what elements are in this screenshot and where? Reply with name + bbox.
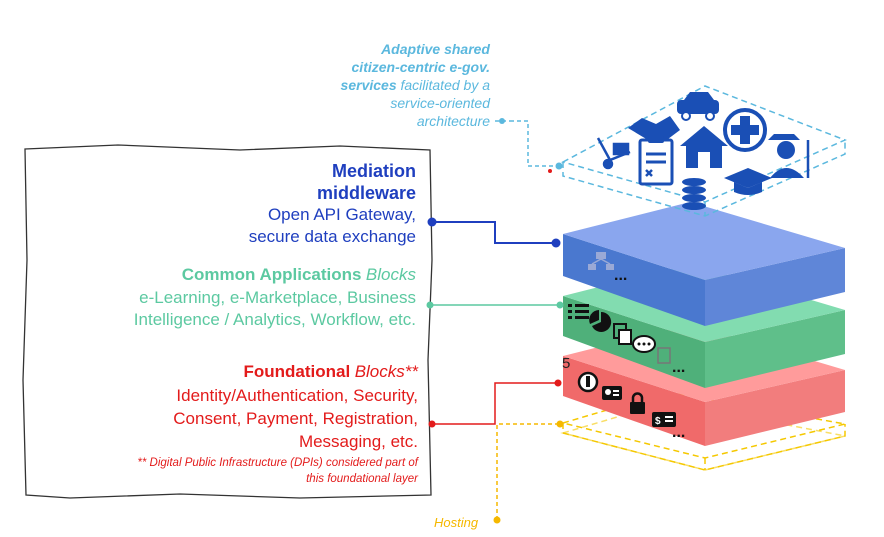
- applications-connector: [426, 301, 564, 309]
- hosting-label: Hosting: [434, 515, 479, 530]
- foundational-title-em: Blocks**: [354, 362, 418, 381]
- mediation-title-line1: Mediation: [332, 161, 416, 181]
- house-icon: [680, 126, 728, 168]
- layer-number: 5: [562, 355, 571, 372]
- foundational-connector: [428, 379, 562, 428]
- clipboard-icon: [657, 347, 671, 364]
- foundational-body-line3: Messaging, etc.: [298, 432, 418, 451]
- mediation-title-line2: middleware: [316, 183, 416, 203]
- applications-block: Common Applications Blocks e-Learning, e…: [40, 264, 416, 331]
- coins-icon: [682, 178, 706, 210]
- svg-text:$: $: [655, 416, 661, 427]
- foundational-note-line1: ** Digital Public Infrastructure (DPIs) …: [137, 457, 418, 469]
- copy-icon: [613, 323, 632, 345]
- foundational-ellipsis: ...: [672, 424, 685, 441]
- pie-chart-icon: [589, 310, 612, 332]
- services-layer: [561, 85, 847, 217]
- id-card-icon: [602, 386, 622, 400]
- applications-title: Common Applications: [181, 265, 362, 284]
- mediation-body-line1: Open API Gateway,: [267, 205, 416, 224]
- mediation-block: Mediation middleware Open API Gateway, s…: [40, 160, 416, 248]
- services-icons: [596, 92, 810, 210]
- foundational-icons: $: [577, 371, 676, 427]
- applications-ellipsis: ...: [672, 359, 685, 376]
- mediation-connector: [427, 217, 561, 248]
- fingerprint-icon: [577, 371, 599, 393]
- foundational-title: Foundational: [243, 362, 351, 381]
- services-caption-line4: service-oriented: [390, 95, 490, 111]
- farmer-icon: [768, 134, 810, 178]
- foundational-block: Foundational Blocks** Identity/Authentic…: [40, 360, 418, 487]
- medical-cross-icon: [723, 108, 767, 152]
- checklist-icon: [638, 136, 674, 186]
- applications-icons: [568, 304, 671, 364]
- services-caption-line3-rest: facilitated by a: [396, 77, 490, 93]
- foundational-note-line2: this foundational layer: [306, 473, 418, 485]
- payment-card-icon: $: [652, 412, 676, 427]
- foundational-body-line2: Consent, Payment, Registration,: [173, 409, 418, 428]
- applications-body-line1: e-Learning, e-Marketplace, Business: [139, 288, 416, 307]
- graduation-cap-icon: [724, 168, 772, 195]
- services-caption-line2: citizen-centric e-gov.: [351, 59, 490, 75]
- chat-icon: [632, 335, 656, 353]
- list-icon: [568, 304, 589, 319]
- left-text-box: [22, 144, 433, 499]
- mediation-body-line2: secure data exchange: [248, 227, 416, 246]
- services-caption: Adaptive shared citizen-centric e-gov. s…: [300, 40, 490, 130]
- lock-icon: [630, 392, 645, 414]
- services-caption-line3: services: [340, 77, 397, 93]
- car-icon: [677, 92, 719, 121]
- applications-title-em: Blocks: [365, 265, 416, 284]
- foundational-body-line1: Identity/Authentication, Security,: [176, 386, 418, 405]
- handshake-icon: [628, 116, 680, 142]
- services-caption-line5: architecture: [416, 113, 490, 129]
- services-caption-line1: Adaptive shared: [381, 41, 490, 57]
- network-icon: [588, 252, 614, 270]
- services-connector: [495, 118, 563, 173]
- hosting-connector: [493, 420, 564, 524]
- applications-body-line2: Intelligence / Analytics, Workflow, etc.: [133, 310, 416, 329]
- hand-truck-icon: [596, 137, 631, 170]
- mediation-ellipsis: ...: [614, 267, 627, 284]
